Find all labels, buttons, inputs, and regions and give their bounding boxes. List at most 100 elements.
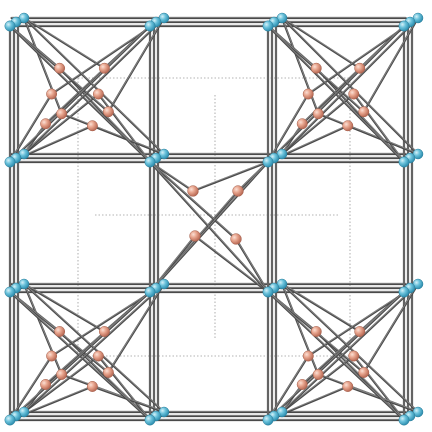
bond-highlight <box>9 290 151 420</box>
vertex-atom <box>144 286 156 298</box>
vertex-atom <box>398 414 410 426</box>
vertex-atom <box>262 20 274 32</box>
bond-highlight <box>149 160 237 239</box>
bond <box>280 282 420 414</box>
bond <box>266 290 406 422</box>
atom-layer <box>4 12 424 426</box>
vertex-atom <box>262 414 274 426</box>
bond-highlight <box>267 93 309 162</box>
center-atom <box>40 118 52 130</box>
center-atom <box>92 88 104 100</box>
center-atom <box>102 106 114 118</box>
center-atom <box>312 108 324 120</box>
vertex-atom <box>262 286 274 298</box>
center-atom <box>310 326 322 337</box>
center-atom <box>54 326 66 337</box>
bond <box>280 282 361 333</box>
bond <box>148 160 238 241</box>
bond-highlight <box>9 93 52 162</box>
center-atom <box>56 369 68 380</box>
vertex-atom <box>4 286 16 298</box>
bond <box>148 160 270 294</box>
bond <box>266 24 406 164</box>
bond <box>22 282 106 333</box>
center-atom <box>312 369 324 380</box>
center-atom <box>302 350 314 362</box>
bond <box>280 16 420 156</box>
center-atom <box>358 106 370 118</box>
bond-highlight <box>267 290 405 420</box>
bond <box>280 354 355 414</box>
center-atom <box>46 88 58 100</box>
center-atom <box>296 118 308 130</box>
junction-atom <box>189 230 201 242</box>
bond <box>8 290 152 422</box>
vertex-atom <box>398 286 410 298</box>
center-atom <box>54 62 66 74</box>
center-atom <box>342 120 354 132</box>
junction-atom <box>187 185 199 197</box>
bond <box>8 24 152 164</box>
bond <box>280 92 355 156</box>
junction-atom <box>230 233 242 245</box>
bond <box>22 16 166 156</box>
bond-highlight <box>281 16 361 69</box>
center-atom <box>310 62 322 74</box>
center-atom <box>348 350 360 362</box>
bond-highlight <box>194 234 269 292</box>
bond-highlight <box>92 124 165 154</box>
center-atom <box>342 381 354 392</box>
center-atom <box>40 379 52 390</box>
bond <box>22 282 166 414</box>
bond <box>193 234 270 294</box>
vertex-atom <box>4 156 16 168</box>
center-atom <box>354 326 366 337</box>
center-atom <box>46 350 58 362</box>
bond-highlight <box>108 282 165 373</box>
vertex-atom <box>144 156 156 168</box>
vertex-atom <box>398 156 410 168</box>
bond-highlight <box>353 93 405 162</box>
bond <box>22 92 100 156</box>
bond-highlight <box>235 237 269 292</box>
bond-layer <box>8 16 420 422</box>
vertex-atom <box>144 20 156 32</box>
bond-highlight <box>267 24 405 162</box>
vertex-atom <box>144 414 156 426</box>
vertex-atom <box>398 20 410 32</box>
junction-atom <box>232 185 244 197</box>
bond-highlight <box>108 16 165 112</box>
center-atom <box>56 108 68 120</box>
bond-highlight <box>281 282 419 412</box>
bond-highlight <box>9 24 151 162</box>
vertex-atom <box>4 20 16 32</box>
center-atom <box>102 367 114 378</box>
bond-highlight <box>23 16 105 69</box>
bond-highlight <box>23 282 105 332</box>
center-atom <box>296 379 308 390</box>
bond-highlight <box>281 16 419 154</box>
center-atom <box>86 120 98 132</box>
bond-highlight <box>267 354 309 420</box>
center-atom <box>354 62 366 74</box>
bond-highlight <box>98 93 151 162</box>
bond <box>280 16 361 70</box>
bond <box>22 354 100 414</box>
bond <box>148 160 195 193</box>
center-atom <box>348 88 360 100</box>
center-atom <box>98 326 110 337</box>
vertex-atom <box>4 414 16 426</box>
vertex-atom <box>262 156 274 168</box>
bond-highlight <box>363 282 419 373</box>
center-atom <box>302 88 314 100</box>
bond-highlight <box>149 160 194 191</box>
bond-highlight <box>363 16 419 112</box>
bond-highlight <box>23 16 165 154</box>
bond-highlight <box>23 282 165 412</box>
center-atom <box>86 381 98 392</box>
bond-highlight <box>192 160 269 191</box>
bond-highlight <box>149 160 269 292</box>
center-atom <box>98 62 110 74</box>
bond-highlight <box>98 354 151 420</box>
